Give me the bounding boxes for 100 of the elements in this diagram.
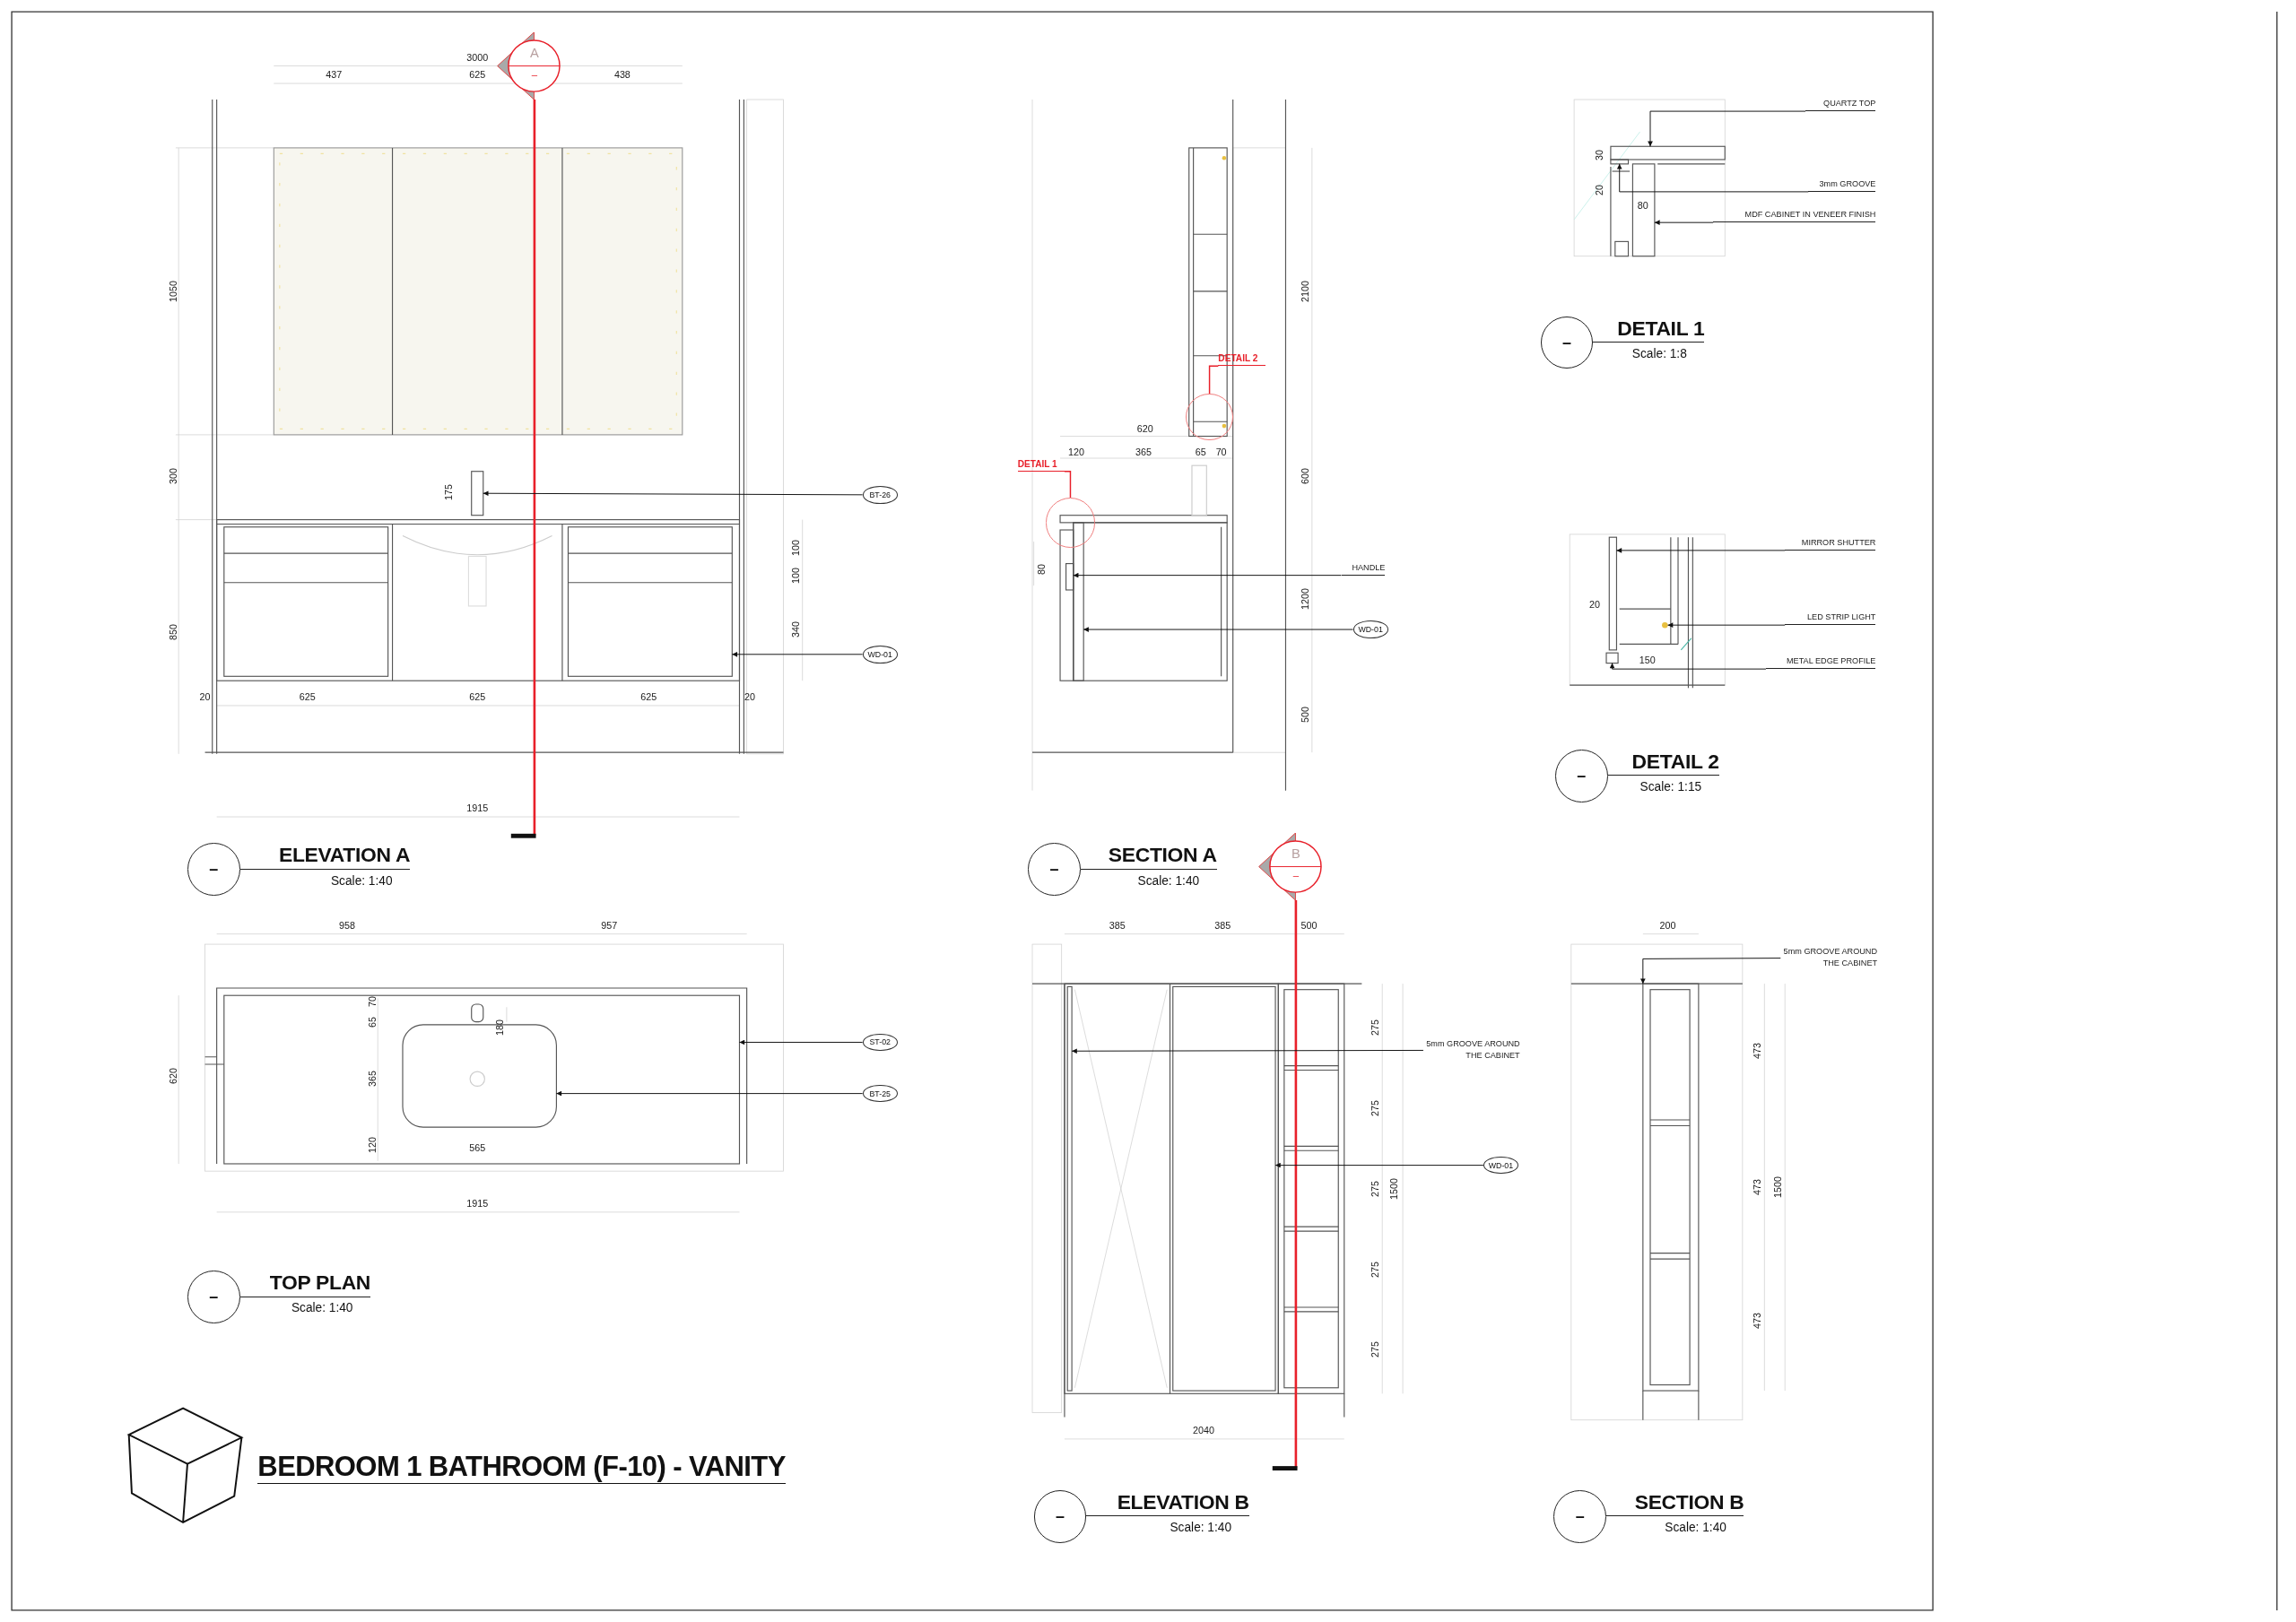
leader-note: METAL EDGE PROFILE — [1765, 655, 1876, 670]
leader-note: MDF CABINET IN VENEER FINISH — [1713, 209, 1876, 223]
leader-line — [1064, 471, 1072, 499]
dimension-text: 275 — [1370, 1099, 1381, 1116]
dimension-text: 365 — [366, 1071, 378, 1088]
dimension-text: 340 — [789, 621, 801, 638]
dimension-text: 300 — [167, 467, 178, 484]
dimension-text: 65 — [1195, 447, 1206, 458]
dimension-text: 850 — [167, 624, 178, 641]
leader-line — [1208, 365, 1220, 395]
dimension-text: 150 — [1639, 655, 1656, 666]
leader-note: 5mm GROOVE AROUND THE CABINET — [1422, 1037, 1520, 1063]
dimension-text: 100 — [789, 567, 801, 584]
dimension-text: 80 — [1035, 564, 1047, 576]
dimension-text: 1915 — [466, 1198, 489, 1210]
dimension-text: 625 — [469, 69, 486, 81]
dimension-text: 175 — [442, 483, 454, 500]
dimension-text: 473 — [1752, 1179, 1763, 1196]
scale-note: Scale: 1:40 — [1170, 1521, 1232, 1535]
dimension-text: 30 — [1593, 150, 1605, 161]
dimension-text: 20 — [1588, 599, 1600, 611]
scale-note: Scale: 1:40 — [330, 873, 393, 888]
side-panel — [1073, 522, 1084, 681]
view-number-bubble: – — [187, 843, 240, 897]
dimension-text: 500 — [1300, 919, 1318, 931]
section-marker — [1257, 832, 1324, 901]
mirror-shutter — [1608, 536, 1617, 651]
leader-note: HANDLE — [1341, 561, 1386, 576]
dimension-text: 70 — [1215, 447, 1227, 458]
view-title: ELEVATION B — [1086, 1490, 1249, 1517]
dimension-text: 385 — [1109, 919, 1126, 931]
cabinet-panel — [1631, 163, 1656, 257]
material-tag: WD-01 — [1483, 1156, 1519, 1175]
dimension-text: 1915 — [466, 802, 489, 814]
dimension-text: 1200 — [1299, 587, 1310, 610]
tall-cabinet — [1642, 983, 1700, 1392]
view-title: DETAIL 2 — [1607, 749, 1719, 776]
view-number-bubble: – — [1553, 1490, 1606, 1543]
dimension-text: 100 — [789, 539, 801, 556]
dimension-text: 180 — [493, 1019, 505, 1037]
section-marker — [496, 31, 562, 100]
view-title: ELEVATION A — [239, 843, 411, 870]
scale-note: Scale: 1:8 — [1631, 346, 1687, 360]
dimension-text: 565 — [469, 1142, 486, 1153]
drawing-title: BEDROOM 1 BATHROOM (F-10) - VANITY — [257, 1450, 786, 1484]
scale-note: Scale: 1:40 — [1665, 1521, 1726, 1535]
leader-note: MIRROR SHUTTER — [1785, 537, 1876, 551]
view-title: SECTION A — [1080, 843, 1217, 870]
dimension-text: 625 — [299, 691, 316, 703]
section-letter: B — [1290, 846, 1301, 861]
dimension-text: 70 — [366, 995, 378, 1007]
view-number-bubble: – — [1033, 1490, 1087, 1543]
dimension-text: 1500 — [1388, 1177, 1400, 1200]
material-tag: WD-01 — [862, 646, 898, 664]
quartz-top — [1610, 145, 1726, 160]
dimension-text: 473 — [1752, 1043, 1763, 1060]
dimension-text: 620 — [167, 1068, 178, 1084]
dimension-text: 20 — [199, 691, 211, 703]
dimension-text: 1500 — [1772, 1176, 1784, 1199]
view-title: TOP PLAN — [239, 1271, 371, 1297]
leader-note: 5mm GROOVE AROUND THE CABINET — [1780, 945, 1878, 971]
dimension-text: 200 — [1659, 919, 1676, 931]
dimension-text: 385 — [1214, 919, 1231, 931]
dimension-text: 275 — [1370, 1180, 1381, 1197]
material-tag: BT-26 — [862, 486, 898, 504]
scale-note: Scale: 1:40 — [291, 1301, 353, 1315]
dimension-text: 20 — [1593, 185, 1605, 196]
scale-note: Scale: 1:15 — [1639, 780, 1702, 794]
dimension-text: 275 — [1370, 1261, 1381, 1278]
view-title: DETAIL 1 — [1593, 316, 1705, 343]
dimension-text: 438 — [613, 69, 631, 81]
section-letter: A — [529, 45, 540, 60]
cabinet-door — [1172, 985, 1276, 1392]
dimension-text: 473 — [1752, 1312, 1763, 1329]
dimension-text: 2100 — [1299, 280, 1310, 302]
view-number-bubble: – — [187, 1271, 240, 1323]
dimension-text: 625 — [640, 691, 657, 703]
view-number-bubble: – — [1554, 749, 1608, 802]
led-strip-light — [1662, 621, 1668, 629]
countertop — [223, 994, 741, 1165]
dimension-text: 1050 — [167, 280, 178, 302]
leader-note: 3mm GROOVE — [1808, 178, 1876, 192]
view-title: SECTION B — [1606, 1490, 1744, 1517]
cabinet-groove — [1066, 985, 1073, 1392]
dimension-text: 958 — [338, 919, 355, 931]
faucet — [471, 471, 484, 516]
cabinet-door — [567, 526, 733, 677]
leader-note: QUARTZ TOP — [1805, 98, 1876, 112]
metal-edge-profile — [1605, 652, 1619, 664]
dimension-text: 625 — [469, 691, 486, 703]
view-number-bubble: – — [1540, 316, 1594, 369]
dimension-text: 80 — [1637, 199, 1648, 211]
material-tag: WD-01 — [1352, 620, 1388, 638]
door-handle — [1065, 563, 1074, 591]
dimension-text: 275 — [1370, 1341, 1381, 1358]
dimension-text: 20 — [744, 691, 755, 703]
dimension-text: 500 — [1299, 706, 1310, 723]
dimension-text: 620 — [1136, 423, 1153, 435]
groove — [1610, 159, 1630, 165]
dimension-text: 120 — [366, 1136, 378, 1153]
